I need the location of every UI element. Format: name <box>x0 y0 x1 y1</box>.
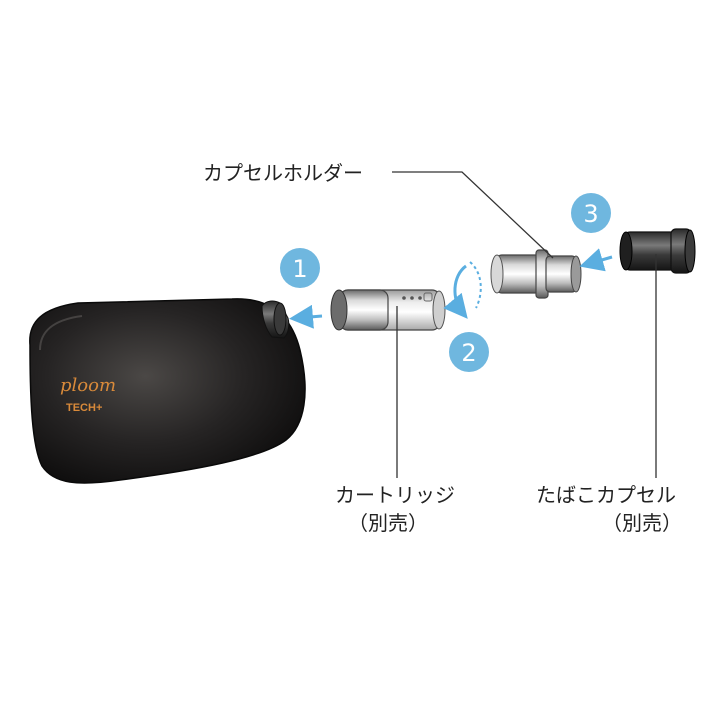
label-capsule-holder: カプセルホルダー <box>203 161 363 185</box>
step-number: 1 <box>292 255 307 283</box>
logo-line2: TECH+ <box>66 402 102 414</box>
step-3-badge: 3 <box>571 193 611 233</box>
twist-arrow-2 <box>443 261 482 319</box>
capsule-holder <box>490 249 582 299</box>
step-circle <box>280 248 320 288</box>
leader-lines <box>392 171 657 478</box>
step-1-badge: 1 <box>280 248 320 288</box>
tobacco-capsule <box>619 228 696 274</box>
insert-arrow-3 <box>579 248 613 272</box>
ploom-logo: ploom TECH+ <box>60 375 116 414</box>
step-circle <box>449 332 489 372</box>
leader-capsule-holder <box>392 171 554 259</box>
device-body <box>29 298 306 484</box>
step-number: 2 <box>461 339 476 367</box>
cartridge <box>330 289 446 331</box>
label-cartridge-note: （別売） <box>348 511 428 535</box>
step-circle <box>571 193 611 233</box>
step-number: 3 <box>583 200 598 228</box>
label-tobacco-capsule-note: （別売） <box>602 511 682 535</box>
device-connector <box>261 300 290 339</box>
insert-arrow-1 <box>289 304 323 329</box>
logo-line1: ploom <box>60 375 116 396</box>
label-cartridge: カートリッジ <box>335 483 455 507</box>
label-tobacco-capsule: たばこカプセル <box>536 483 676 507</box>
step-2-badge: 2 <box>449 332 489 372</box>
